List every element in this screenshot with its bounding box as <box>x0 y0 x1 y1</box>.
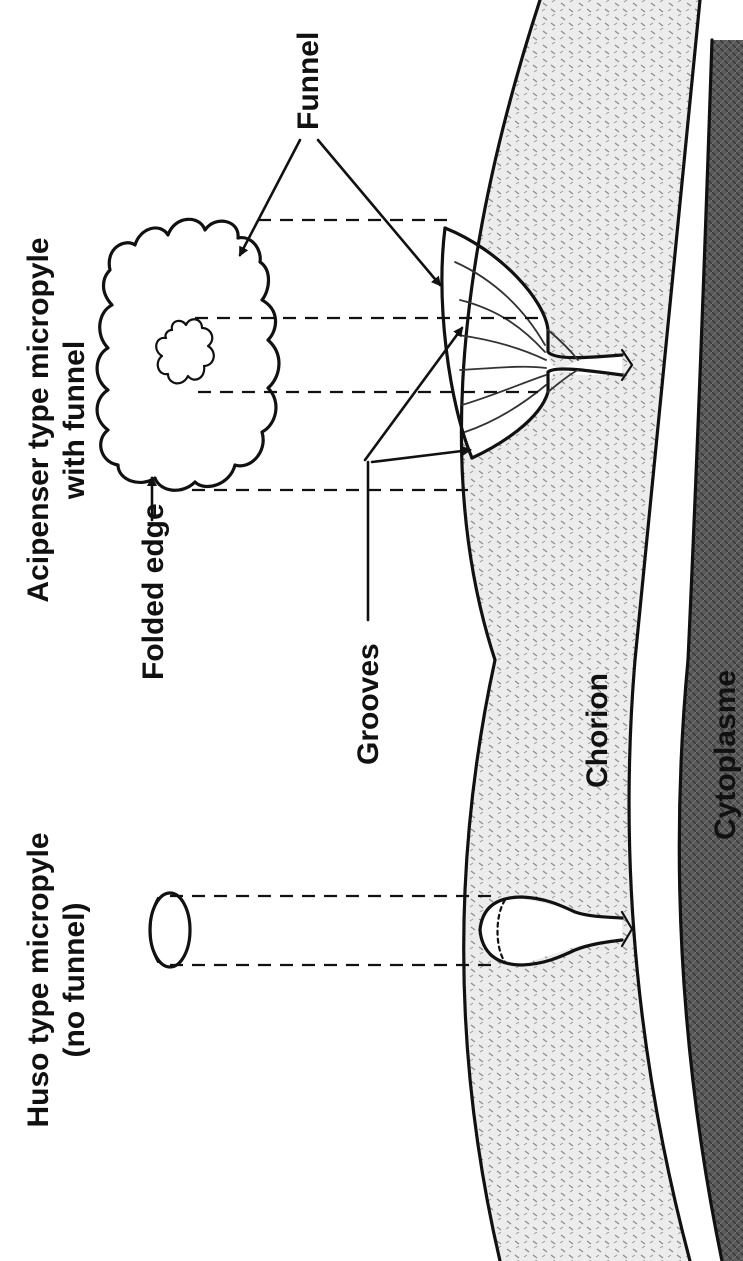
cytoplasme-label: Cytoplasme <box>709 670 742 840</box>
cytoplasm-layer-upper <box>688 40 743 660</box>
grooves-arrow-lower <box>372 450 470 462</box>
huso-section <box>150 660 743 1261</box>
annotation-arrows <box>152 140 470 620</box>
acipenser-title-line2: with funnel <box>58 341 91 500</box>
huso-title-line2: (no funnel) <box>58 903 91 1058</box>
funnel-top-view <box>97 219 279 490</box>
funnel-arrow-section <box>318 140 440 285</box>
funnel-arrow-top-view <box>240 140 300 255</box>
folded-edge-label: Folded edge <box>137 503 170 680</box>
grooves-arrow-upper <box>365 328 462 460</box>
acipenser-section <box>97 0 743 660</box>
huso-canal-top-view-depth <box>151 898 159 962</box>
huso-projection-lines <box>170 896 500 965</box>
funnel-label: Funnel <box>292 32 325 130</box>
acipenser-title-line1: Acipenser type micropyle <box>22 237 55 602</box>
huso-title-line1: Huso type micropyle <box>22 832 55 1127</box>
grooves-label: Grooves <box>352 643 385 765</box>
funnel-top-view-center <box>156 319 214 383</box>
chorion-label: Chorion <box>581 673 614 788</box>
